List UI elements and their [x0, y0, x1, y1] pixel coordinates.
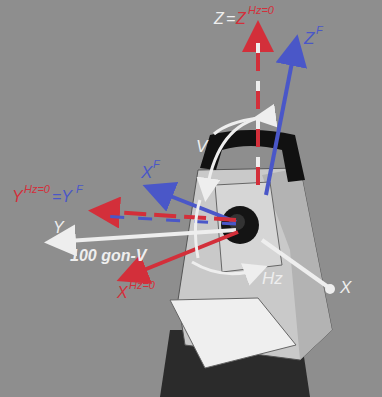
axis-label: X [117, 285, 128, 301]
axis-label: = [226, 11, 235, 27]
axis-label: F [76, 184, 83, 195]
axis-label: Hz=0 [129, 280, 155, 291]
axis-label: F [153, 159, 160, 170]
axis-label: =Y [52, 189, 72, 205]
axis-label: Hz=0 [248, 5, 274, 16]
axis-label: Z [304, 30, 314, 47]
axis-label: V [196, 138, 207, 155]
axis-label: 100 gon-V [70, 248, 146, 264]
axis-label: X [340, 279, 351, 296]
axis-label: Y [53, 220, 64, 236]
axis-label: Hz [262, 270, 283, 287]
axis-label: Z [236, 11, 246, 27]
axis-label: Z [214, 11, 224, 27]
axis-label: Y [12, 189, 23, 205]
axis-label: F [316, 25, 323, 36]
axis-label: Hz=0 [24, 184, 50, 195]
axis-label: X [141, 164, 152, 181]
